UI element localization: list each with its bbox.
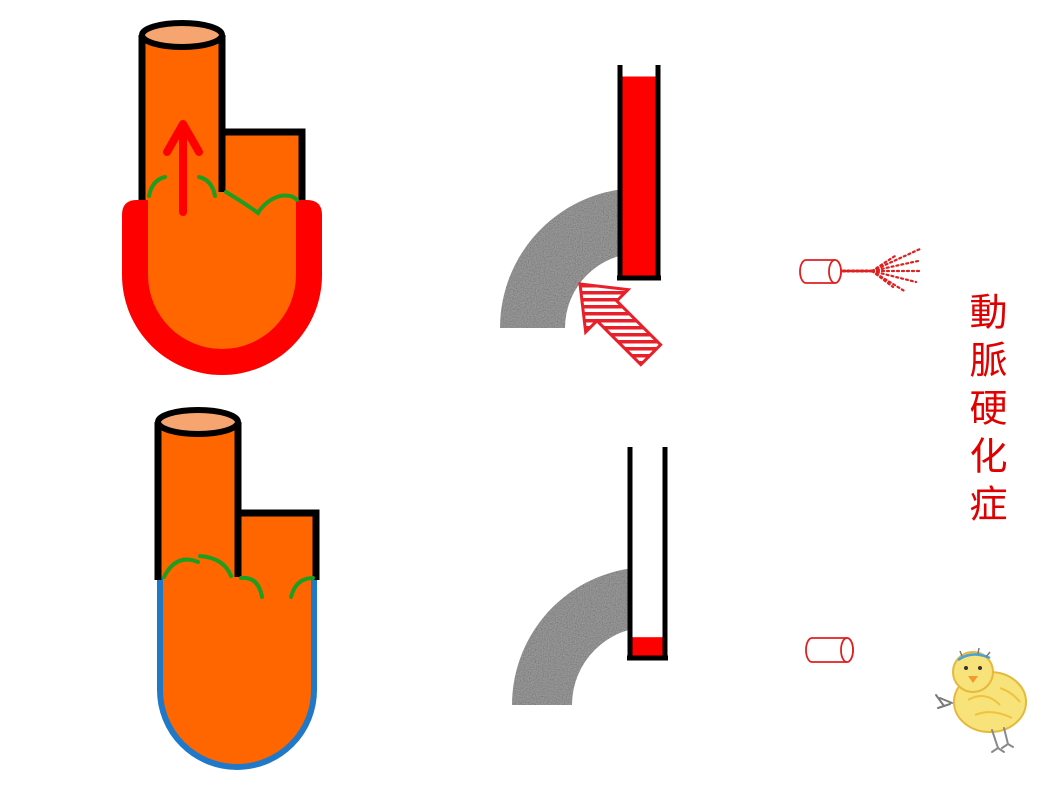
ventricle-cavity [148,200,296,349]
chick-mascot-icon [935,647,1027,753]
ejection-arrow-icon [163,120,203,216]
stiff-vessel-wall [500,188,640,328]
chick-legs [991,727,1014,753]
stiff-vessel-wall [512,567,650,705]
spray-nozzle-active [799,247,923,294]
pressure-tube-blood [622,76,656,276]
nozzle-opening [828,259,842,284]
chick-beak [968,676,978,683]
heart-contracted [122,20,322,375]
mitral-valve-right [289,576,315,599]
chick-hair [959,647,991,658]
chick-eye [964,666,968,670]
mitral-valve [224,190,299,216]
pressure-tube-blood [632,637,663,656]
atrium-outline [235,509,320,580]
diagram-title: 動脈硬化症 [963,292,1007,532]
heart-relaxed [154,407,320,770]
heart-valves [147,175,299,216]
spray-nozzle-idle [805,637,854,663]
ventricle-cavity [158,578,316,769]
aorta-opening [139,20,225,50]
aortic-valve-right [197,175,217,198]
heart-valves [162,554,315,599]
nozzle-opening [840,637,854,663]
relaxed-ventricle-wall [157,578,317,770]
aortic-valve-left [147,175,167,198]
spray-mist-icon [841,247,923,294]
aortic-valve-right [198,554,233,578]
aortic-valve-left [162,557,200,579]
atrium-outline [219,128,306,200]
chick-head [952,651,994,693]
atrium-chamber-fill [238,513,316,583]
vessel-relaxed [512,447,668,705]
atrium-chamber-fill [222,132,302,205]
chick-wing [935,694,953,709]
aorta-opening [155,407,241,437]
mitral-valve-left [239,575,264,599]
pressure-tube-bg [628,447,667,658]
pressure-arrow-icon [578,282,663,367]
aorta-tube-fill [158,422,238,582]
chick-eye [978,666,982,670]
chick-feather-shading [967,687,1021,719]
vessel-compressed [500,65,663,367]
